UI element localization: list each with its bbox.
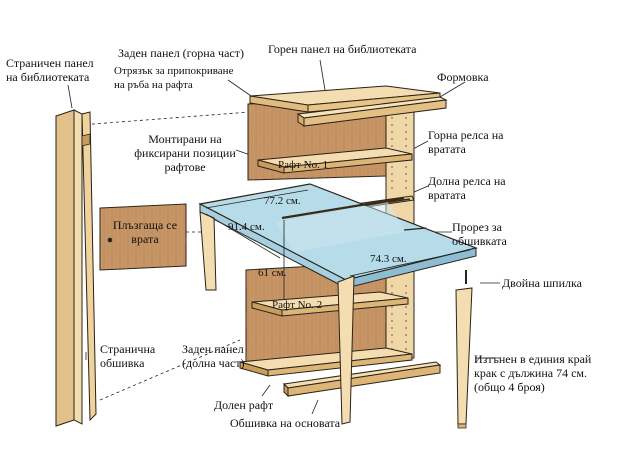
base-trim [282,361,442,398]
label-bottom-shelf: Долен рафт [214,398,274,412]
label-top-panel: Горен панел на библиотеката [268,42,417,56]
label-base-trim: Обшивка на основата [230,416,341,430]
sliding-door [99,203,187,271]
label-back-panel-bottom: Заден панел(долна част) [182,342,245,370]
desk-top [198,183,478,289]
label-back-panel-top: Заден панел (горна част) [118,46,244,60]
dim-depth-top: 77.2 см. [264,195,301,207]
dim-height: 61 см. [258,267,287,279]
label-double-pin: Двойна шпилка [502,276,582,290]
label-molding: Формовка [437,70,489,84]
label-shelf-1: Рафт No. 1 [278,159,329,171]
dimension-lines [205,189,471,300]
shelf-1 [257,147,413,174]
molding [296,96,448,127]
dim-width-front: 74.3 см. [370,253,407,265]
label-shelf-2: Рафт No. 2 [272,299,323,311]
bookcase-top-panel [249,85,441,113]
dim-width-left: 91.4 см. [228,221,265,233]
bookcase-left-side-panel [55,109,97,427]
